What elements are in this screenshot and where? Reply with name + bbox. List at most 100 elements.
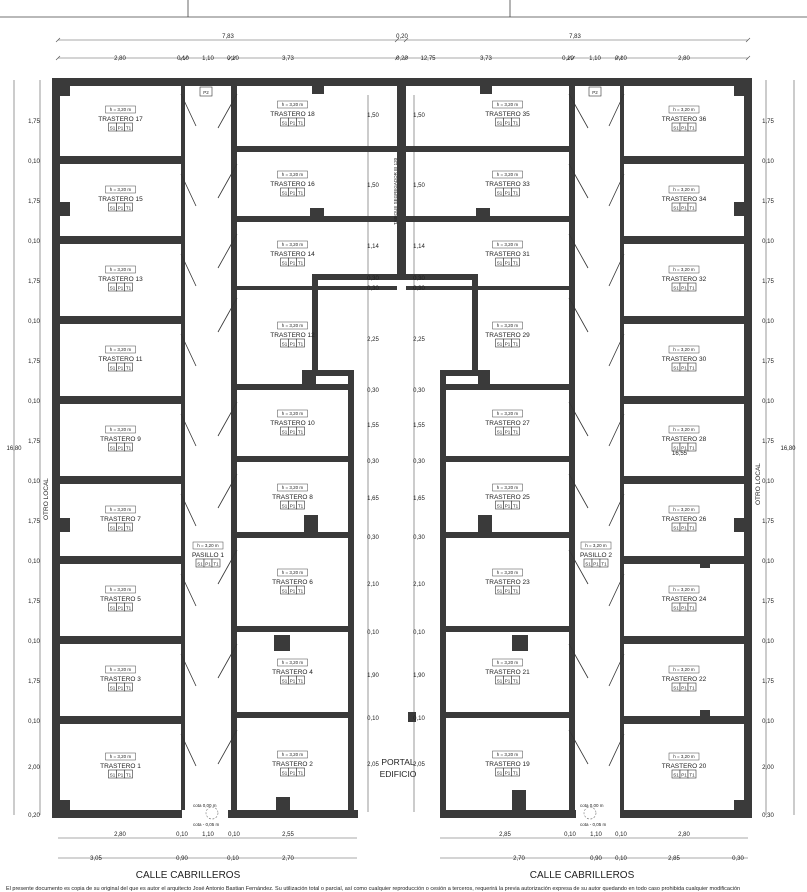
room-name: TRASTERO 25 [485, 494, 530, 501]
room-height: h = 3,20 m [673, 267, 695, 272]
code-label: S1 [110, 686, 116, 691]
code-label: P1 [681, 286, 687, 291]
room-name: PASILLO 2 [580, 552, 612, 559]
code-box [296, 338, 305, 348]
room-name: TRASTERO 32 [662, 276, 707, 283]
code-box [687, 442, 697, 452]
tick [183, 55, 189, 61]
dimension-value: 2,80 [678, 832, 690, 838]
code-label: T1 [298, 504, 304, 509]
dimension-value: 0,10 [762, 239, 774, 245]
wall-partition [446, 532, 569, 538]
dimension-value: 2,80 [114, 832, 126, 838]
code-label: S1 [282, 342, 288, 347]
dimension-value: 3,05 [90, 856, 102, 862]
dimension-value: 0,10 [762, 639, 774, 645]
code-box [296, 426, 305, 436]
door-swing [568, 93, 589, 129]
room-height: h = 3,20 m [197, 543, 219, 548]
code-box [124, 769, 133, 779]
code-label: P1 [118, 606, 124, 611]
code-box [687, 122, 697, 132]
room-name: TRASTERO 6 [272, 579, 313, 586]
room-height: h = 3,20 m [497, 485, 519, 490]
tick [403, 37, 409, 43]
code-label: P1 [505, 430, 511, 435]
dimension-value: 2,85 [668, 856, 680, 862]
dimension-value: 1,75 [28, 679, 40, 685]
room-height: h = 3,20 m [110, 267, 132, 272]
door-swing [217, 549, 238, 585]
code-label: T1 [213, 562, 219, 567]
code-box [211, 558, 221, 568]
room-name: TRASTERO 4 [272, 669, 313, 676]
room-name: TRASTERO 9 [100, 436, 141, 443]
height-tag [668, 665, 700, 674]
wall-partition [446, 384, 569, 390]
dimension-value: 1,10 [589, 56, 601, 62]
dimension-value: 1,50 [413, 183, 425, 189]
code-label: S1 [282, 589, 288, 594]
room-name: TRASTERO 20 [662, 763, 707, 770]
dimension-value: 1,14 [367, 244, 379, 250]
height-tag [105, 752, 136, 761]
dimension-value: 0,30 [732, 856, 744, 862]
tick [403, 55, 409, 61]
tick [745, 55, 751, 61]
wall-corridor [620, 86, 624, 810]
room-name: TRASTERO 11 [99, 356, 143, 363]
door-swing [180, 413, 197, 447]
door-swing [608, 173, 625, 207]
tabique-label: TABIQUE SEGREGADOR EI 120 [393, 157, 398, 225]
dimension-value: 0,30 [367, 276, 379, 282]
code-label: S1 [282, 430, 288, 435]
code-label: S1 [497, 679, 503, 684]
code-box [124, 522, 133, 532]
code-label: P1 [593, 562, 599, 567]
height-tag [277, 658, 308, 667]
room-height: h = 3,20 m [282, 102, 304, 107]
code-label: T1 [298, 679, 304, 684]
door-swing [180, 493, 197, 527]
dimension-value: 0,10 [762, 399, 774, 405]
code-label: S1 [110, 206, 116, 211]
dimension-value: 1,75 [28, 119, 40, 125]
room-height: h = 3,20 m [282, 660, 304, 665]
code-label: S1 [282, 121, 288, 126]
code-box [124, 602, 133, 612]
dimension-value: 1,75 [762, 519, 774, 525]
dimension-value: 0,10 [227, 856, 239, 862]
wall-partition [237, 384, 348, 390]
room-partitions [60, 86, 744, 810]
room-height: h = 3,20 m [497, 172, 519, 177]
dimension-value: 1,75 [28, 439, 40, 445]
room-height: h = 3,20 m [497, 242, 519, 247]
code-label: S1 [197, 562, 203, 567]
code-label: S1 [497, 121, 503, 126]
dimension-value: 0,20 [396, 56, 408, 62]
code-label: S1 [282, 191, 288, 196]
dimension-value: 0,30 [367, 286, 379, 292]
dimension-value: 2,55 [282, 832, 294, 838]
code-label: S1 [497, 589, 503, 594]
code-label: T1 [126, 366, 132, 371]
dimension-value: 1,50 [367, 113, 379, 119]
room-name: TRASTERO 36 [662, 116, 707, 123]
code-label: P1 [290, 679, 296, 684]
code-label: P1 [681, 773, 687, 778]
dimension-value: 0,30 [413, 276, 425, 282]
code-label: S1 [110, 606, 116, 611]
code-label: S1 [673, 366, 679, 371]
code-label: P1 [505, 191, 511, 196]
tick [231, 55, 237, 61]
dimension-value: 0,10 [615, 832, 627, 838]
dimension-value: 2,80 [678, 56, 690, 62]
height-tag [492, 483, 523, 492]
dim-total-right: 16,80 [780, 446, 796, 452]
